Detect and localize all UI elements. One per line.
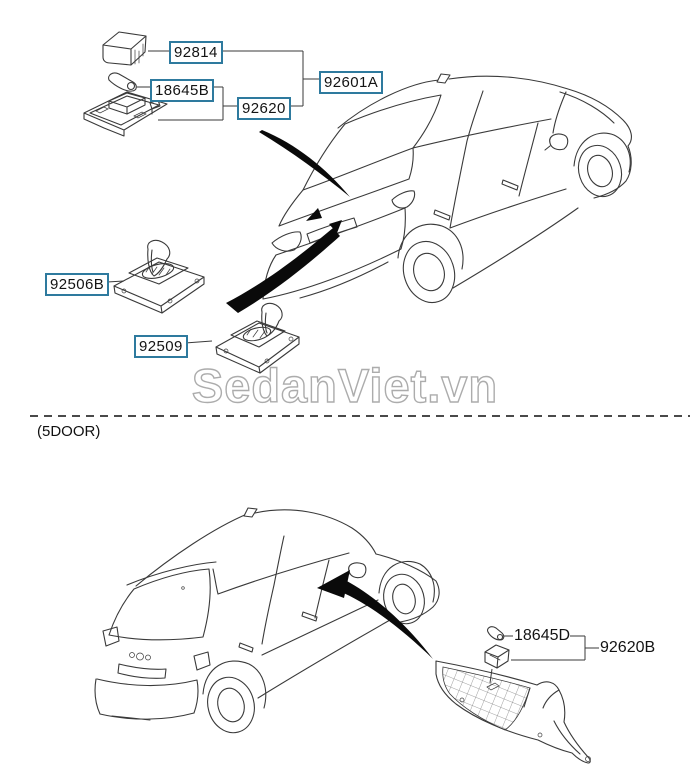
callout-lens[interactable]: 92814 — [169, 41, 223, 64]
callout-bulb[interactable]: 18645B — [150, 79, 215, 102]
sedan-illustration — [262, 73, 632, 304]
callout-license-lamp-b[interactable]: 92509 — [134, 335, 188, 358]
pointer-arrow-lower — [226, 228, 340, 313]
sedan-taillights — [271, 190, 416, 252]
callout-luggage-lamp[interactable]: 92620B — [600, 639, 656, 656]
leader-lines-top — [106, 50, 319, 344]
leader-lines-bottom — [489, 635, 599, 684]
variant-label-5door: (5DOOR) — [37, 423, 101, 440]
sedan-rear-wheel — [402, 240, 456, 304]
hatchback-illustration — [94, 507, 440, 734]
sedan-antenna — [436, 73, 451, 84]
hatchback-door-handles — [238, 611, 318, 653]
pointer-arrowhead-bottom — [317, 570, 350, 598]
pointer-arrowhead-upper — [306, 208, 322, 221]
trim-panel-drawing — [435, 660, 591, 764]
hatchback-taillights — [102, 626, 211, 671]
license-lamp-92509-drawing — [215, 302, 300, 374]
hatchback-rear-wheel — [207, 676, 255, 734]
hatchback-rear-glass — [108, 568, 211, 641]
callout-bulb-5door[interactable]: 18645D — [514, 627, 571, 644]
hatchback-front-wheel — [383, 573, 425, 625]
hatchback-antenna — [243, 507, 258, 518]
sedan-door-handles — [433, 179, 519, 221]
license-lamp-92506b-drawing — [113, 239, 205, 314]
pointer-arrows-top — [226, 130, 350, 313]
pointer-arrowhead-lower — [329, 220, 342, 233]
hatchback-mirror — [348, 562, 367, 579]
pointer-arrow-bottom — [317, 570, 433, 659]
watermark-text: SedanViet.vn — [192, 359, 498, 412]
bulb-housing-part-drawing — [83, 72, 168, 137]
sedan-front-wheel — [577, 144, 623, 198]
hatchback-license-recess — [117, 663, 167, 679]
callout-license-lamp-a[interactable]: 92506B — [45, 273, 110, 296]
callout-lamp-assembly[interactable]: 92601A — [319, 71, 384, 94]
festoon-bulb-drawing — [108, 72, 137, 92]
lens-part-drawing — [102, 31, 147, 66]
socket-5door-drawing — [484, 644, 510, 669]
pointer-arrow-upper — [259, 130, 350, 197]
callout-lamp-unit[interactable]: 92620 — [237, 97, 291, 120]
bulb-5door-drawing — [487, 626, 505, 641]
sedan-mirror — [549, 133, 569, 151]
